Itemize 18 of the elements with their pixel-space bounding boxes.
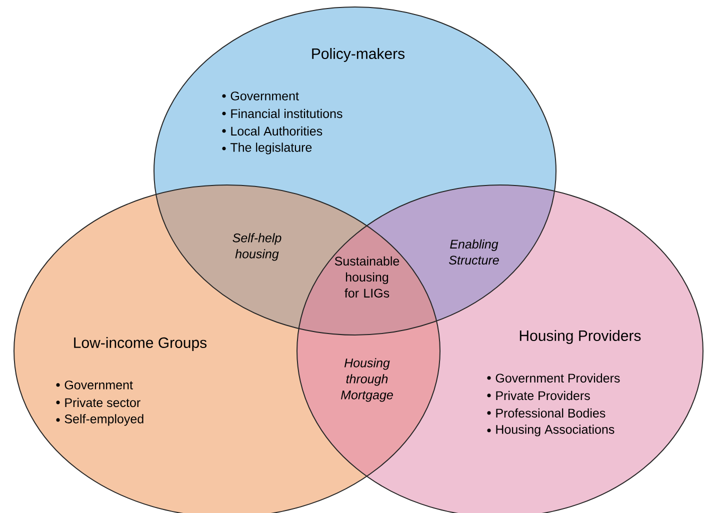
list-item: Professional Bodies — [496, 408, 606, 418]
list-item: Housing Associations — [496, 424, 614, 436]
region-label: Sustainable housing for LIGs — [334, 256, 400, 298]
list-item: Private sector — [65, 398, 140, 408]
region-label: Housing through Mortgage — [341, 358, 393, 402]
region-label: Self-help housing — [232, 233, 282, 261]
circle-heading: Housing Providers — [520, 330, 641, 344]
circle-heading: Low-income Groups — [74, 337, 207, 351]
list-item: Private Providers — [496, 390, 590, 400]
list-item: Financial institutions — [231, 108, 342, 118]
region-label: Enabling Structure — [449, 239, 499, 265]
list-item: Government Providers — [496, 373, 620, 383]
list-item: Self-employed — [64, 414, 144, 426]
list-item: Government — [64, 380, 133, 390]
list-item: Government — [230, 92, 299, 100]
list-item: The legislature — [230, 142, 312, 154]
list-item: Local Authorities — [231, 126, 322, 136]
circle-heading: Policy-makers — [312, 48, 405, 62]
